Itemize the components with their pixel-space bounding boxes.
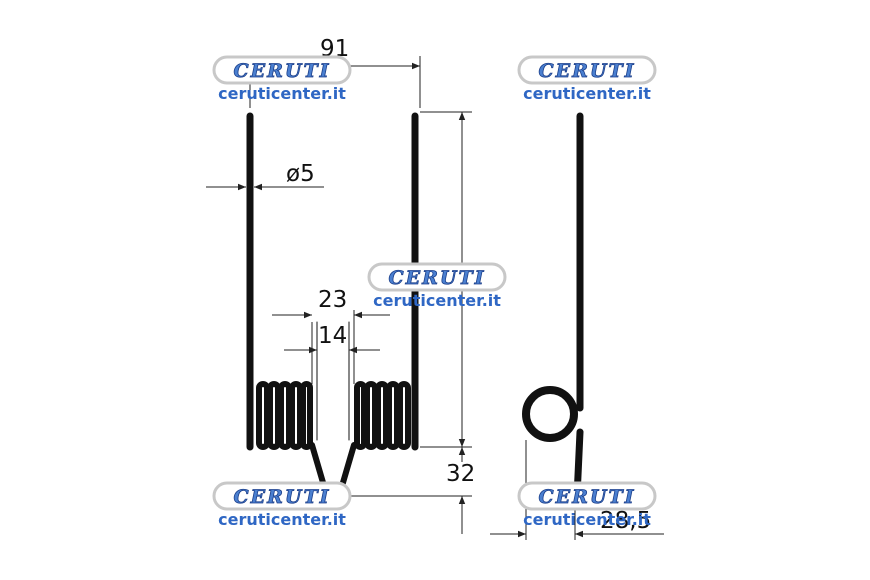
watermark-url: ceruticenter.it — [373, 291, 501, 310]
watermark-logo: CERUTI — [389, 267, 486, 289]
watermark-bottom-right: CERUTI ceruticenter.it — [517, 481, 657, 529]
watermark-url: ceruticenter.it — [218, 84, 346, 103]
watermark-logo: CERUTI — [539, 486, 636, 508]
watermark-center: CERUTI ceruticenter.it — [367, 262, 507, 310]
watermark-url: ceruticenter.it — [523, 510, 651, 529]
dim-coil-outer-gap: 23 — [318, 287, 347, 313]
dim-coil-inner-gap: 14 — [318, 323, 347, 349]
watermark-top-right: CERUTI ceruticenter.it — [517, 55, 657, 103]
watermark-bottom-left: CERUTI ceruticenter.it — [212, 481, 352, 529]
side-coil — [522, 386, 578, 442]
watermark-url: ceruticenter.it — [523, 84, 651, 103]
watermark-logo: CERUTI — [539, 60, 636, 82]
watermark-logo: CERUTI — [234, 60, 331, 82]
front-view — [246, 112, 419, 494]
watermark-top-left: CERUTI ceruticenter.it — [212, 55, 352, 103]
watermark-url: ceruticenter.it — [218, 510, 346, 529]
dim-loop-depth: 32 — [446, 461, 475, 487]
left-coil — [256, 381, 313, 450]
dim-wire-diameter: ø5 — [286, 161, 315, 187]
right-coil — [354, 381, 411, 450]
watermark-logo: CERUTI — [234, 486, 331, 508]
side-view — [522, 112, 584, 501]
dim-side-offset: 28,5 — [600, 508, 651, 534]
